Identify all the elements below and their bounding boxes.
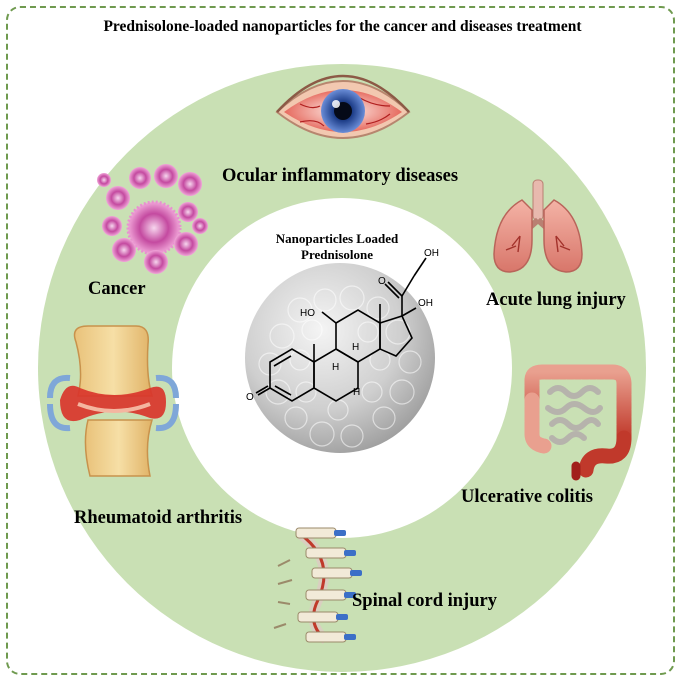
prednisolone-structure: [255, 257, 427, 402]
hydroxyl-top-label: OH: [424, 248, 439, 259]
lungs-icon: [493, 179, 583, 273]
spine-icon: [273, 527, 362, 644]
joint-icon: [47, 325, 179, 477]
label-acute-lung-injury: Acute lung injury: [486, 290, 626, 310]
hydrogen-label: H: [352, 342, 359, 353]
hydrogen-label: H: [353, 387, 360, 398]
label-cancer: Cancer: [88, 279, 146, 299]
label-rheumatoid-arthritis: Rheumatoid arthritis: [74, 508, 243, 528]
ketone-top-label: O: [378, 276, 386, 287]
cancer-cells-icon: [97, 164, 208, 274]
dashed-frame: [6, 6, 675, 675]
ketone-ring-label: O: [246, 392, 254, 403]
hydrogen-label: H: [332, 362, 339, 373]
eye-icon: [275, 74, 411, 139]
hydroxyl-left-label: HO: [300, 308, 315, 319]
intestine-icon: [524, 364, 632, 481]
nanoparticle-sphere-icon: [245, 263, 435, 453]
label-ulcerative-colitis: Ulcerative colitis: [461, 487, 594, 507]
diagram-title: Prednisolone-loaded nanoparticles for th…: [103, 18, 582, 35]
hydroxyl-side-label: OH: [418, 298, 433, 309]
center-title: Nanoparticles Loaded Prednisolone: [275, 231, 399, 262]
label-ocular-inflammatory-diseases: Ocular inflammatory diseases: [222, 166, 459, 186]
label-spinal-cord-injury: Spinal cord injury: [352, 591, 497, 611]
